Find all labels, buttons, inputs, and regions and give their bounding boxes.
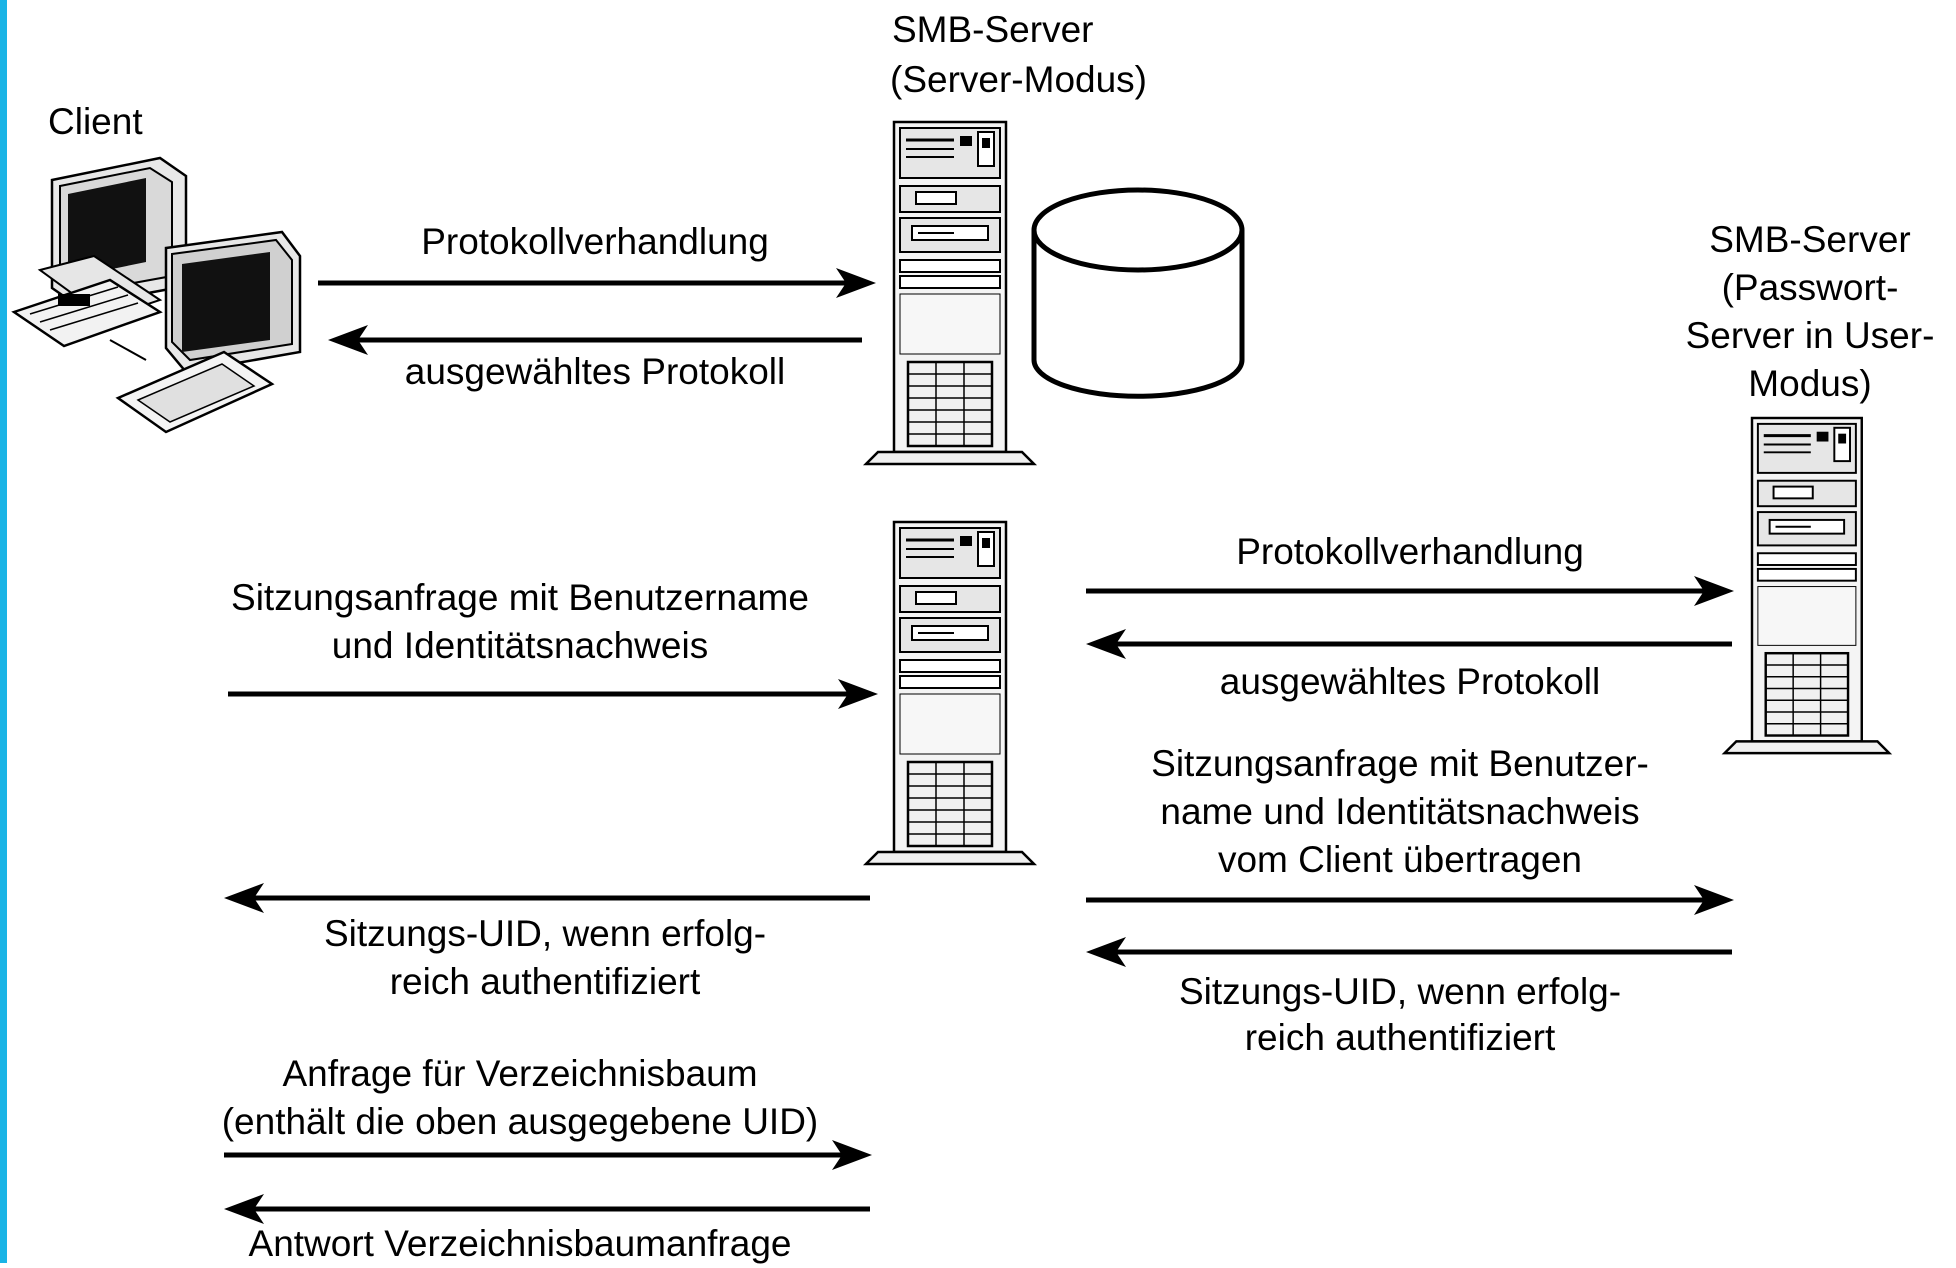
password-server-title: SMB-Server	[1709, 219, 1911, 260]
arrow-head	[832, 1140, 872, 1170]
tower-server-icon	[864, 120, 1036, 466]
arrow-head	[224, 883, 264, 913]
arrow-head	[224, 1194, 264, 1224]
message-label: (enthält die oben ausgegebene UID)	[221, 1101, 819, 1142]
password-server-subtitle-2: Server in User-	[1685, 315, 1935, 356]
message-label: Sitzungs-UID, wenn erfolg-	[1178, 971, 1622, 1012]
message-label: Sitzungs-UID, wenn erfolg-	[323, 913, 767, 954]
arrow-head	[1694, 576, 1734, 606]
arrow-head	[836, 268, 876, 298]
message-label: Anfrage für Verzeichnisbaum	[282, 1053, 758, 1094]
arrow-head	[328, 325, 368, 355]
server-mode-subtitle: (Server-Modus)	[890, 59, 1147, 100]
arrow-head	[838, 679, 878, 709]
password-server-subtitle-3: Modus)	[1748, 363, 1872, 404]
message-label: name und Identitätsnachweis	[1160, 791, 1640, 832]
client-label: Client	[48, 101, 143, 142]
accent-bar	[0, 0, 7, 1263]
tower-server-icon	[1723, 416, 1891, 755]
message-label: ausgewähltes Protokoll	[1219, 661, 1601, 702]
message-label: Protokollverhandlung	[421, 221, 769, 262]
message-label: reich authentifiziert	[1244, 1017, 1556, 1058]
message-label: ausgewähltes Protokoll	[404, 351, 786, 392]
server-mode-title: SMB-Server	[892, 9, 1094, 50]
message-label: vom Client übertragen	[1217, 839, 1583, 880]
message-label: reich authentifiziert	[389, 961, 701, 1002]
arrow-head	[1086, 937, 1126, 967]
computer-workstation-icon	[11, 156, 302, 434]
message-label: Sitzungsanfrage mit Benutzer-	[1151, 743, 1649, 784]
message-label: Protokollverhandlung	[1236, 531, 1584, 572]
message-label: Sitzungsanfrage mit Benutzername	[231, 577, 809, 618]
message-label: und Identitätsnachweis	[331, 625, 709, 666]
message-label: Antwort Verzeichnisbaumanfrage	[248, 1223, 792, 1264]
password-server-subtitle-1: (Passwort-	[1721, 267, 1899, 308]
tower-server-icon	[864, 520, 1036, 866]
arrow-head	[1086, 629, 1126, 659]
arrow-head	[1694, 885, 1734, 915]
disk-cylinder-icon	[1031, 187, 1245, 399]
